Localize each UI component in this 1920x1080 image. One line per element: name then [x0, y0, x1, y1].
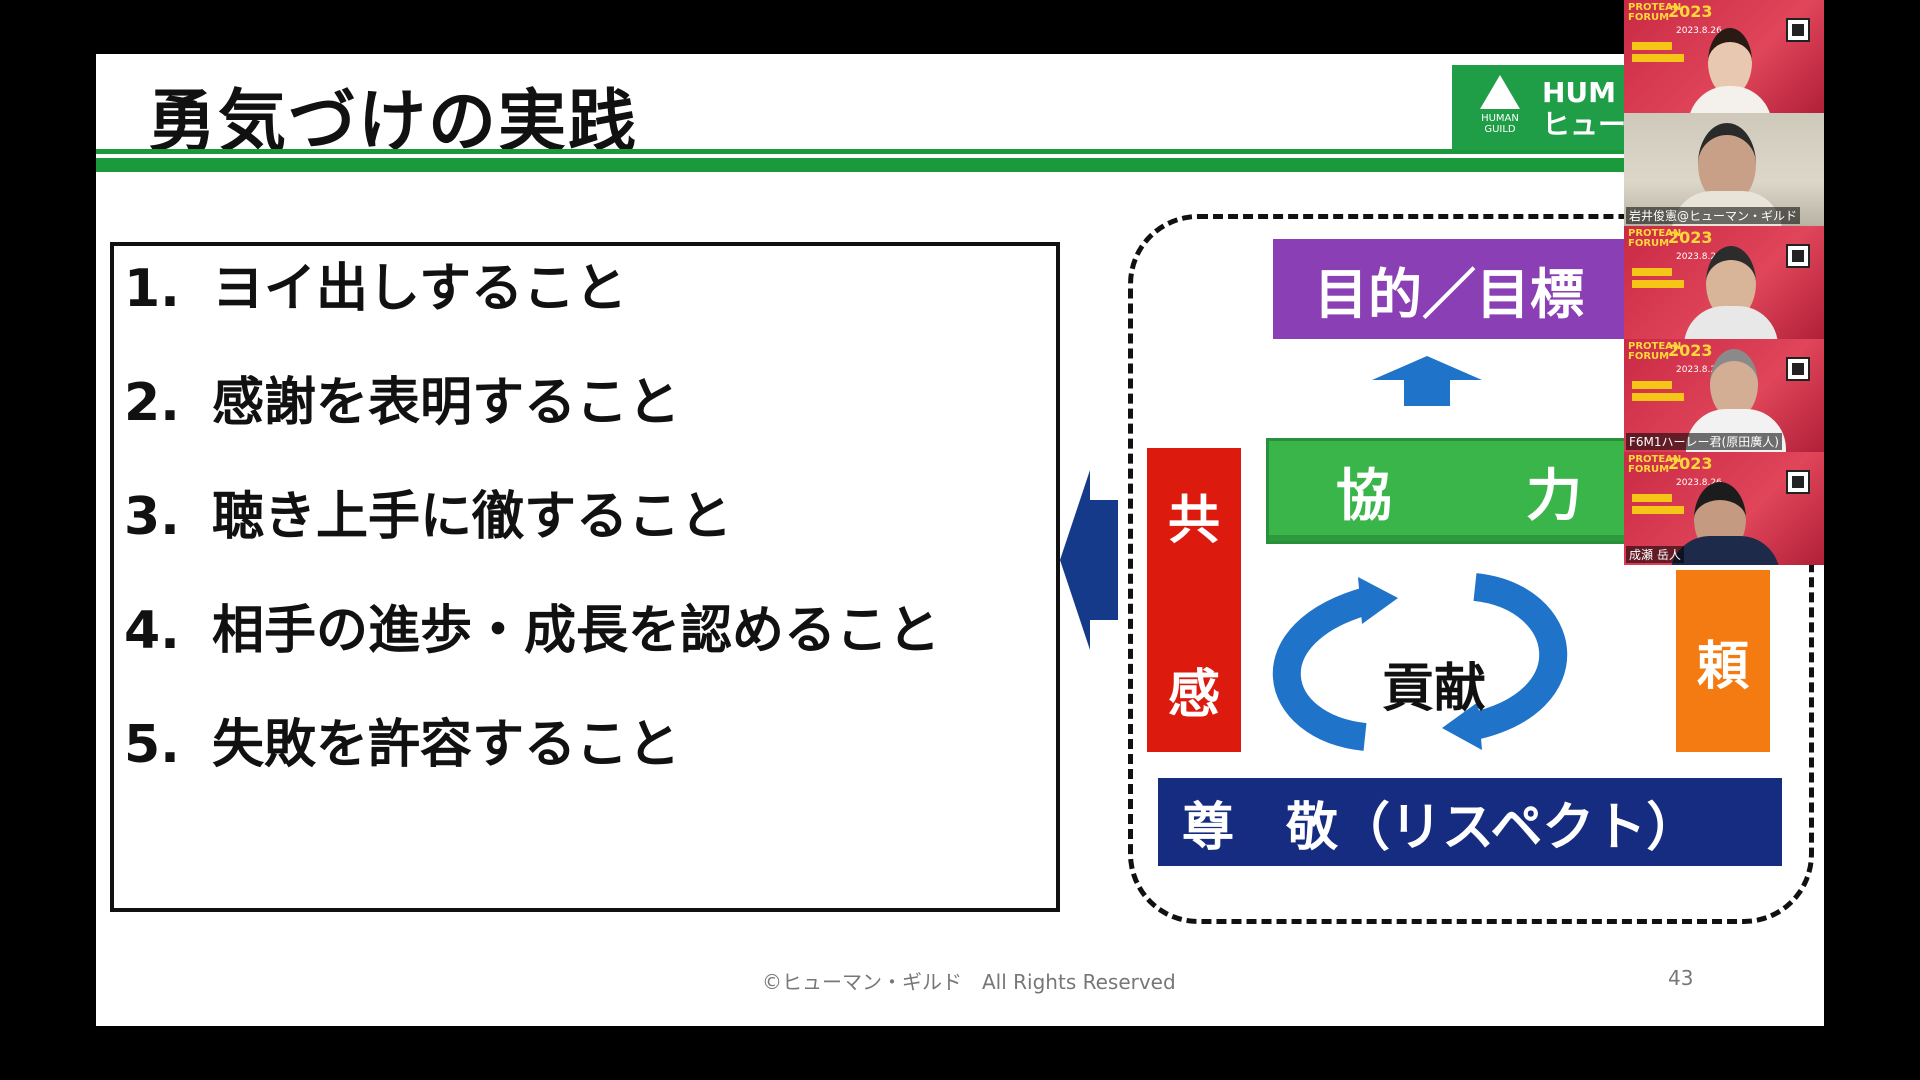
list-item-text: 相手の進歩・成長を認めること: [212, 601, 941, 661]
list-item-text: 失敗を許容すること: [212, 715, 681, 775]
cooperation-char-1: 協: [1336, 463, 1392, 529]
diagram-frame: [1128, 214, 1814, 924]
list-item-number: 5.: [124, 715, 180, 775]
event-date: 2023.8.26: [1676, 26, 1722, 36]
left-arrow-icon: [1060, 470, 1118, 650]
participant-name: 成瀬 岳人: [1626, 546, 1684, 563]
list-item: 3. 聴き上手に徹すること: [124, 474, 732, 549]
event-year: 2023: [1668, 228, 1713, 247]
event-year: 2023: [1668, 454, 1713, 473]
cooperation-char-2: 力: [1526, 463, 1582, 529]
event-year: 2023: [1668, 2, 1713, 21]
event-date: 2023.8.26: [1676, 365, 1722, 375]
list-item-number: 3.: [124, 487, 180, 547]
purpose-goal-box: 目的／目標: [1273, 239, 1625, 339]
cycle-arrows-icon: [1272, 573, 1568, 751]
list-item-text: 感謝を表明すること: [212, 373, 681, 433]
title-underline-thin: [96, 149, 1626, 154]
logo-text-line-1: HUM: [1542, 76, 1617, 109]
logo-mark-text-2: GUILD: [1484, 124, 1516, 135]
up-arrow-icon: [1372, 356, 1482, 406]
list-item-number: 4.: [124, 601, 180, 661]
list-item-text: ヨイ出しすること: [212, 259, 627, 319]
list-item: 5. 失敗を許容すること: [124, 702, 680, 777]
logo-text-line-2: ヒューマ: [1542, 108, 1632, 141]
empathy-char-1: 共: [1167, 491, 1220, 551]
list-item-text: 聴き上手に徹すること: [212, 487, 733, 547]
logo-mark-text-1: HUMAN: [1481, 113, 1519, 124]
qr-code-icon: [1786, 244, 1810, 268]
title-underline-thick: [96, 158, 1626, 172]
practice-list: 1. ヨイ出しすること 2. 感謝を表明すること 3. 聴き上手に徹すること 4. 相手…: [110, 242, 1060, 912]
page-number: 43: [1668, 966, 1694, 990]
copyright-footer: ©ヒューマン・ギルド All Rights Reserved: [762, 970, 1176, 994]
empathy-box: 共 感: [1147, 448, 1241, 752]
event-date: 2023.8.26: [1676, 252, 1722, 262]
cooperation-box: 協 力: [1266, 438, 1652, 544]
empathy-char-2: 感: [1167, 665, 1220, 725]
participant-name: F6M1ハーレー君(原田廣人): [1626, 433, 1782, 450]
respect-box: 尊 敬（リスペクト）: [1158, 778, 1782, 866]
logo-mark-icon: HUMAN GUILD: [1476, 75, 1524, 143]
event-year: 2023: [1668, 341, 1713, 360]
list-item: 2. 感謝を表明すること: [124, 360, 680, 435]
list-item-number: 2.: [124, 373, 180, 433]
logo-text: HUM ヒューマ: [1542, 77, 1632, 141]
slide-title: 勇気づけの実践: [148, 83, 639, 162]
human-guild-logo: HUMAN GUILD HUM ヒューマ: [1452, 65, 1632, 150]
list-item: 4. 相手の進歩・成長を認めること: [124, 588, 940, 663]
contribution-label: 貢献: [1382, 659, 1487, 719]
participant-name: 岩井俊憲@ヒューマン・ギルド: [1626, 207, 1801, 224]
list-item: 1. ヨイ出しすること: [124, 246, 627, 321]
qr-code-icon: [1786, 357, 1810, 381]
qr-code-icon: [1786, 470, 1810, 494]
participant-video-tile[interactable]: 岩井俊憲@ヒューマン・ギルド: [1624, 113, 1824, 226]
presentation-slide: 勇気づけの実践 HUMAN GUILD HUM ヒューマ 1. ヨイ出しすること …: [96, 54, 1824, 1026]
qr-code-icon: [1786, 18, 1810, 42]
list-item-number: 1.: [124, 259, 180, 319]
trust-box: 頼: [1676, 570, 1770, 752]
event-date: 2023.8.26: [1676, 478, 1722, 488]
